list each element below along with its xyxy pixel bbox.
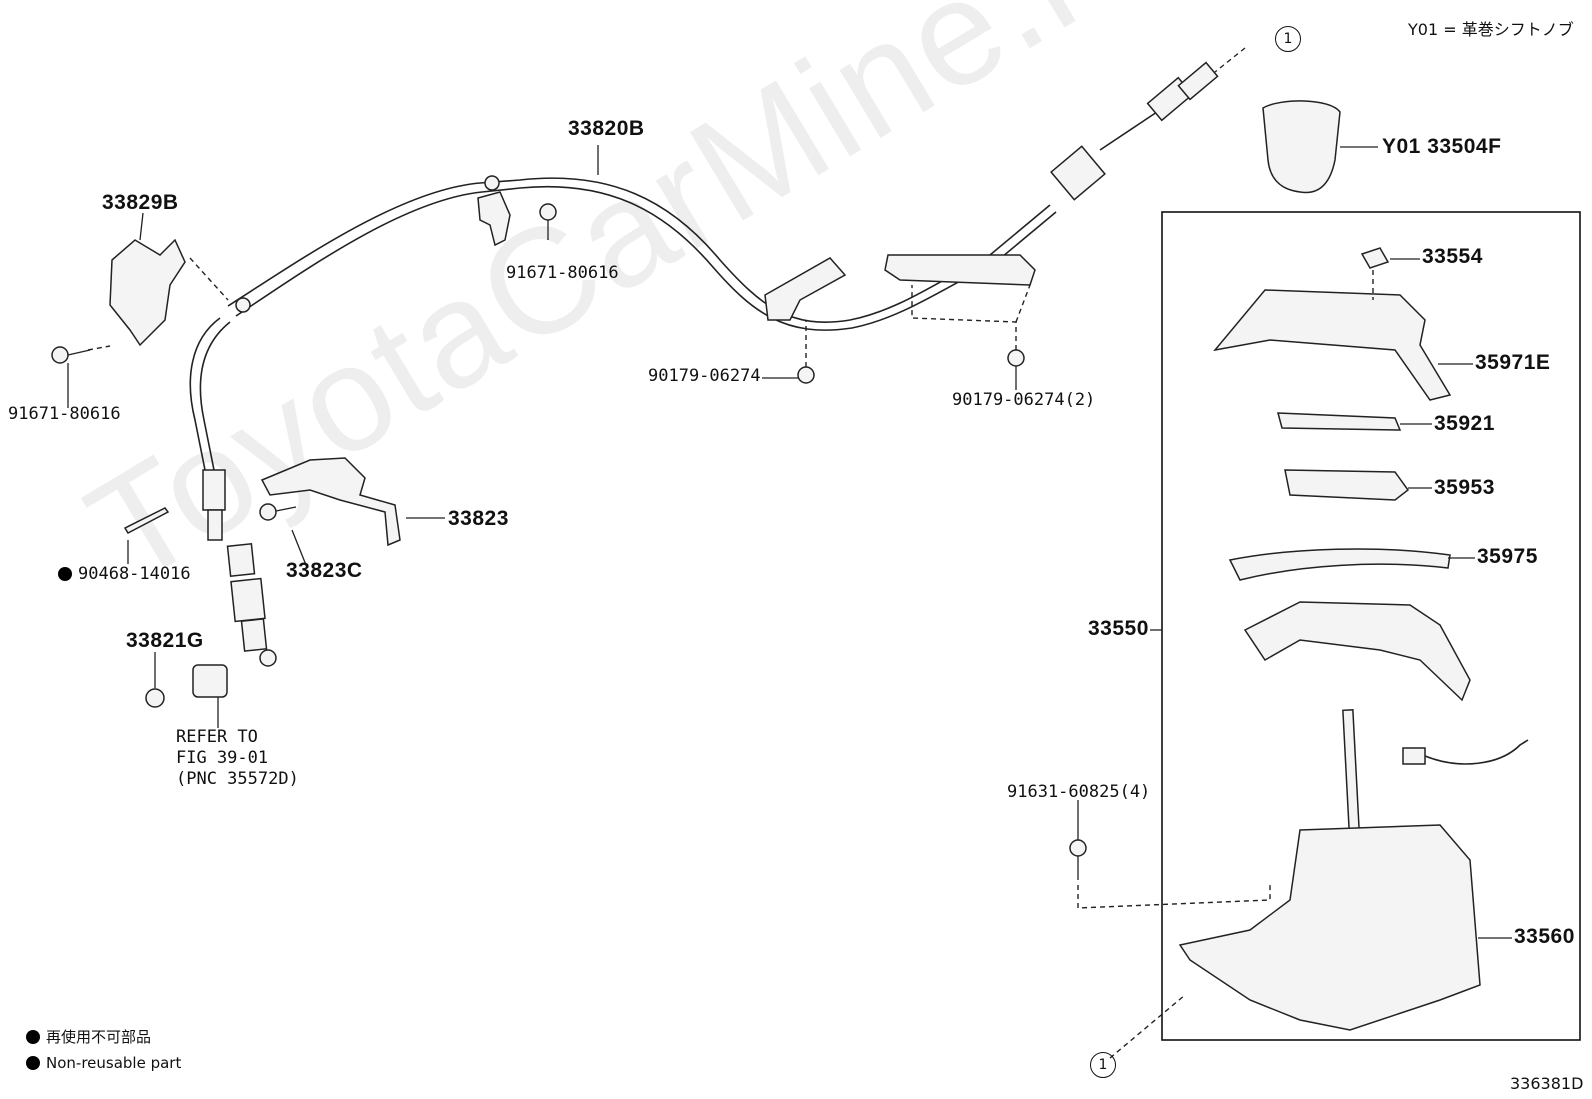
refer-line-2: FIG 39-01: [176, 748, 269, 768]
label-33829B: 33829B: [102, 191, 179, 214]
label-35971E: 35971E: [1475, 351, 1551, 374]
ref-circle-bottom: 1: [1090, 1052, 1116, 1078]
label-91631-60825: 91631-60825(4): [1007, 782, 1151, 802]
label-33823: 33823: [448, 507, 509, 530]
label-33821G: 33821G: [126, 629, 204, 652]
label-y01-33504F: Y01 33504F: [1382, 135, 1502, 158]
label-33820B: 33820B: [568, 117, 645, 140]
label-33554: 33554: [1422, 245, 1483, 268]
label-35953: 35953: [1434, 476, 1495, 499]
legend-note: Y01 = 革巻シフトノブ: [1408, 20, 1574, 39]
label-90468-14016: 90468-14016: [58, 566, 191, 583]
assembly-frame: [1161, 211, 1581, 1041]
figure-id: 336381D: [1510, 1074, 1584, 1093]
label-91671-80616-left: 91671-80616: [8, 404, 121, 424]
label-90179-06274: 90179-06274: [648, 366, 761, 386]
legend-non-reusable-jp: 再使用不可部品: [26, 1030, 151, 1045]
label-33823C: 33823C: [286, 559, 363, 582]
ref-circle-top: 1: [1275, 26, 1301, 52]
legend-non-reusable-en: Non-reusable part: [26, 1056, 181, 1071]
shift-cable: [227, 177, 1051, 323]
label-35921: 35921: [1434, 412, 1495, 435]
legend-dot-icon: [26, 1030, 40, 1044]
label-35975: 35975: [1477, 545, 1538, 568]
refer-line-3: (PNC 35572D): [176, 769, 299, 789]
legend-dot-icon: [26, 1056, 40, 1070]
label-90179-06274-x2: 90179-06274(2): [952, 390, 1096, 410]
non-reusable-dot-icon: [58, 567, 72, 581]
refer-line-1: REFER TO: [176, 727, 258, 747]
label-33560: 33560: [1514, 925, 1575, 948]
label-33550: 33550: [1088, 617, 1149, 640]
label-91671-80616-upper: 91671-80616: [506, 263, 619, 283]
